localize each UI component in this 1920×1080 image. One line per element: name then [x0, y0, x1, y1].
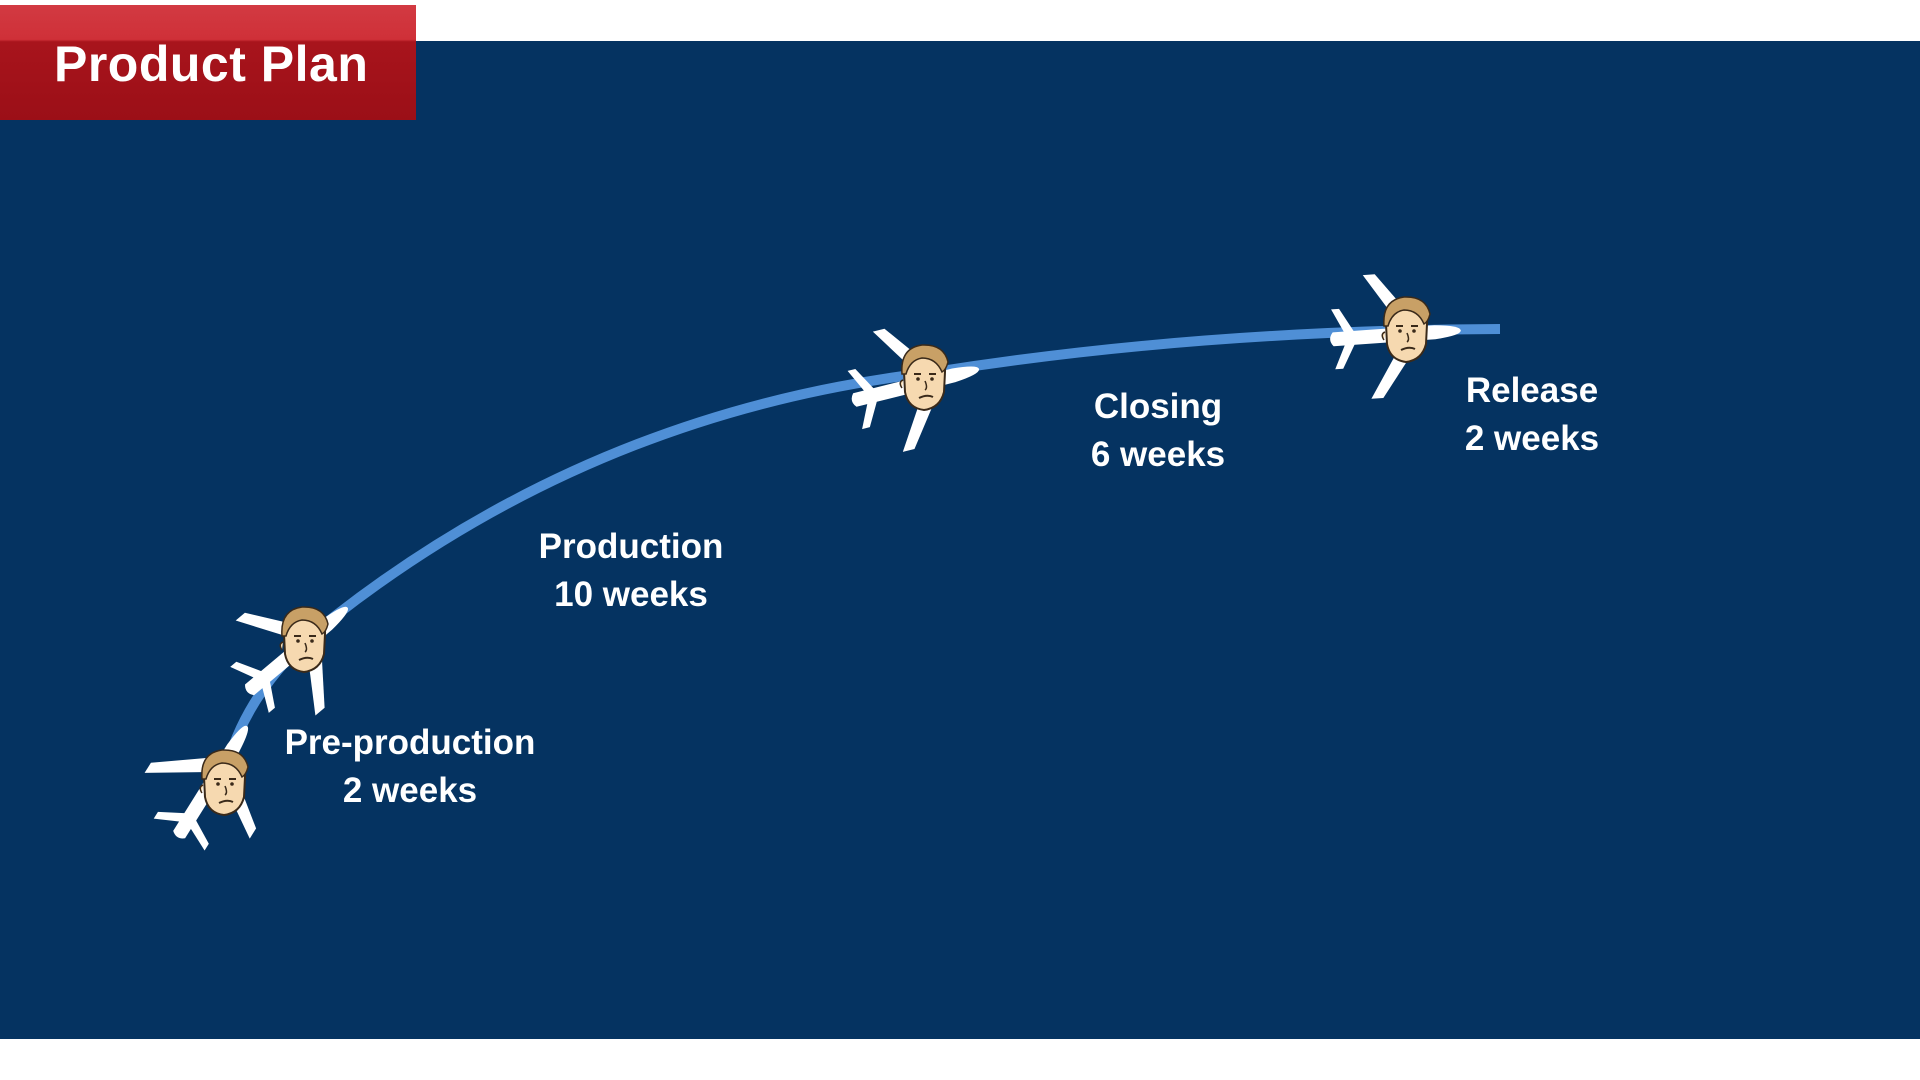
stage-duration: 2 weeks — [342, 771, 478, 810]
stage-name: Production — [538, 527, 724, 566]
stage-duration: 10 weeks — [554, 575, 708, 614]
milestone-closing-icon — [1325, 268, 1466, 402]
milestone-production-icon — [836, 308, 995, 461]
stage-release: Release 2 weeks — [1455, 367, 1609, 463]
stage-preproduction: Pre-production 2 weeks — [280, 719, 540, 815]
stage-name: Pre-production — [284, 723, 536, 762]
content-panel — [0, 41, 1920, 1039]
page-title: Product Plan — [54, 36, 369, 92]
milestone-preproduction-icon — [207, 560, 388, 740]
stage-closing: Closing 6 weeks — [1078, 383, 1238, 479]
stage-duration: 6 weeks — [1090, 435, 1226, 474]
title-banner: Product Plan — [0, 5, 416, 120]
stage-duration: 2 weeks — [1464, 419, 1600, 458]
stage-name: Release — [1465, 371, 1599, 410]
stage-production: Production 10 weeks — [520, 523, 742, 619]
stage-name: Closing — [1093, 387, 1223, 426]
milestone-start-icon — [124, 693, 300, 870]
